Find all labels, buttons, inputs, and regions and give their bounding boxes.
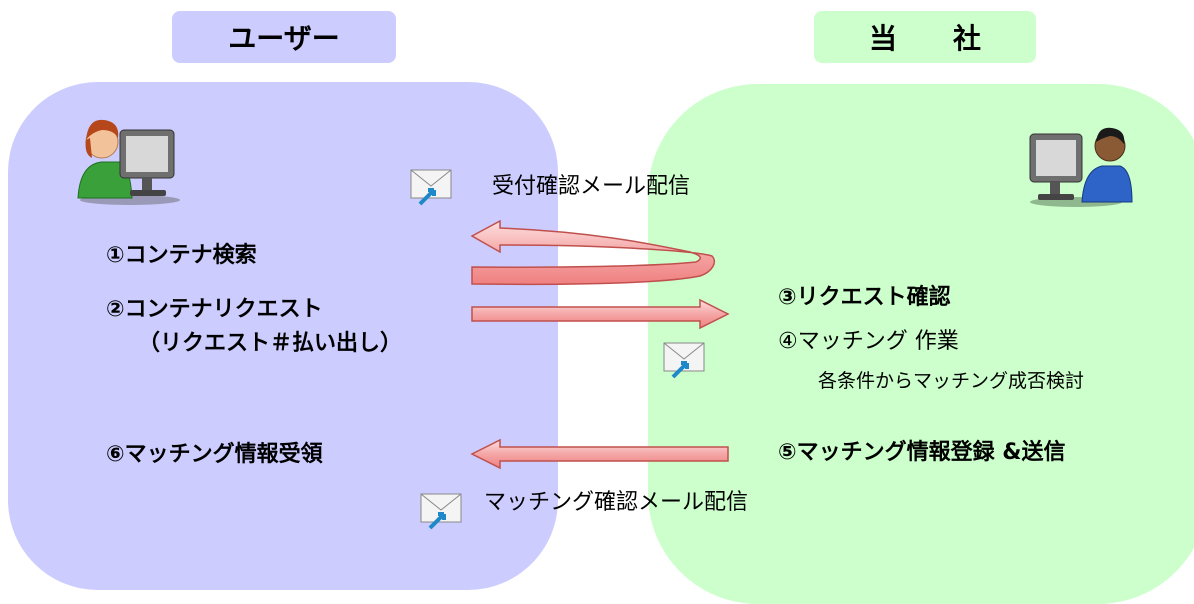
user-header: ユーザー: [172, 11, 396, 63]
matching-mail-label: マッチング確認メール配信: [484, 490, 749, 515]
step-4-matching-work: ④マッチング 作業: [778, 329, 959, 354]
step-5-matching-register-send: ⑤マッチング情報登録 &送信: [778, 440, 1066, 465]
step-1-container-search: ①コンテナ検索: [106, 243, 257, 268]
matching-info-arrow: [470, 438, 729, 470]
mail-icon: [663, 342, 705, 379]
step-3-request-confirm: ③リクエスト確認: [778, 285, 951, 310]
step-2-subtitle: （リクエスト＃払い出し）: [138, 331, 403, 356]
company-header: 当 社: [814, 11, 1036, 63]
step-2-container-request: ②コンテナリクエスト: [106, 297, 323, 322]
request-arrow: [471, 298, 730, 330]
step-4-subtitle: 各条件からマッチング成否検討: [818, 370, 1085, 392]
user-person-icon: [77, 119, 180, 205]
mail-icon: [420, 493, 462, 530]
receipt-return-arrow: [470, 219, 716, 286]
mail-icon: [410, 169, 452, 206]
step-6-matching-received: ⑥マッチング情報受領: [106, 442, 323, 467]
staff-person-icon: [1029, 127, 1133, 207]
receipt-mail-label: 受付確認メール配信: [492, 174, 691, 199]
